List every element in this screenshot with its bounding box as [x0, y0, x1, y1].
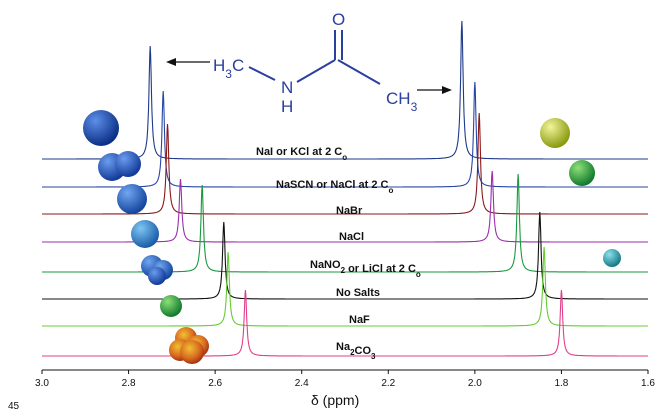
spectrum-trace-0	[42, 20, 648, 160]
trace-labels: NaI or KCl at 2 Co NaSCN or NaCl at 2 Co…	[256, 146, 421, 361]
series-label-nai: NaI or KCl at 2 Co	[256, 146, 347, 162]
x-tick-label: 1.8	[554, 378, 568, 389]
page-number: 45	[8, 401, 20, 412]
x-tick-label: 3.0	[35, 378, 49, 389]
bond-n-carbonyl	[296, 59, 336, 83]
series-label-nacl: NaCl	[339, 231, 364, 243]
structure-h: H	[281, 97, 293, 116]
green-ion-sphere	[569, 160, 595, 186]
teal-ion-sphere	[603, 249, 621, 267]
series-label-nabr: NaBr	[336, 205, 363, 217]
x-tick-label: 2.0	[468, 378, 482, 389]
arrow-right-head	[442, 86, 452, 94]
x-tick-label: 2.8	[122, 378, 136, 389]
iodide-ion-sphere	[83, 110, 119, 146]
spectrum-trace-5	[42, 211, 648, 300]
spectrum-trace-6	[42, 246, 648, 327]
nitrite-ion-sphere	[141, 255, 173, 285]
fluoride-ion-sphere	[160, 295, 182, 317]
peak-arrows	[166, 58, 452, 94]
structure-ch3: CH3	[386, 89, 418, 114]
x-axis-ticks: 3.0 2.8 2.6 2.4 2.2 2.0 1.8 1.6	[35, 370, 655, 389]
chloride-ion-sphere	[131, 220, 159, 248]
series-label-naf: NaF	[349, 314, 370, 326]
n-methylacetamide-structure: H3C N H O CH3	[213, 10, 418, 116]
series-label-nosalts: No Salts	[336, 287, 380, 299]
series-label-nano2: NaNO2 or LiCl at 2 Co	[310, 259, 421, 279]
thiocyanate-ion-sphere	[98, 151, 141, 181]
x-tick-label: 1.6	[641, 378, 655, 389]
arrow-left-head	[166, 58, 176, 66]
structure-n: N	[281, 78, 293, 97]
x-tick-label: 2.4	[295, 378, 309, 389]
series-label-na2co3: Na2CO3	[336, 341, 376, 361]
yellow-ion-sphere	[540, 118, 570, 148]
series-label-nascn: NaSCN or NaCl at 2 Co	[276, 179, 393, 195]
spectrum-trace-7	[42, 289, 648, 357]
x-axis-title: δ (ppm)	[311, 392, 359, 408]
x-tick-label: 2.2	[381, 378, 395, 389]
ion-spheres-left	[83, 110, 209, 364]
bond-carbonyl-methyl	[337, 59, 381, 85]
x-tick-label: 2.6	[208, 378, 222, 389]
bond-methyl-n	[248, 66, 276, 81]
ion-spheres-right	[540, 118, 621, 267]
structure-h3c: H3C	[213, 56, 244, 81]
spectrum-trace-1	[42, 81, 648, 188]
spectrum-trace-2	[42, 112, 648, 215]
bromide-ion-sphere	[117, 184, 147, 214]
structure-o: O	[332, 10, 345, 29]
carbonate-ion-sphere	[169, 327, 209, 364]
x-axis: 3.0 2.8 2.6 2.4 2.2 2.0 1.8 1.6 δ (ppm)	[35, 369, 655, 408]
